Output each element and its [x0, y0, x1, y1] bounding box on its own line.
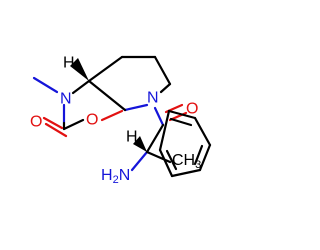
nh2-subscript: 2: [113, 174, 119, 186]
bond-ca-nh2: [130, 150, 149, 172]
chemical-structure: H N O O N O H H2N CH3: [30, 55, 212, 187]
bond-c3-n: [71, 79, 91, 95]
atom-h-ring: H: [63, 55, 75, 72]
bond-c-o-double-1: [42, 116, 64, 130]
bond-n-amide-c: [153, 106, 165, 127]
bond-bz-6: [158, 109, 171, 152]
bond-n-methyl: [32, 76, 59, 94]
bond-ring-c6-n: [159, 82, 172, 94]
atom-o-amide: O: [186, 101, 198, 118]
bond-ring-c3-c2: [87, 55, 124, 83]
bond-bz-inner-2: [193, 144, 204, 166]
atom-o-carbonyl: O: [30, 114, 42, 131]
bond-bz-3: [198, 143, 212, 172]
bond-ring-c5-c3: [87, 79, 127, 112]
bond-bz-4: [170, 168, 202, 178]
bond-bz-inner-3: [165, 149, 178, 171]
atom-n-carbamate: N: [60, 91, 72, 108]
bond-c-oester: [62, 118, 85, 131]
bond-ca-ch3: [145, 150, 172, 164]
nh2-n: N: [119, 167, 131, 184]
stereo-wedge-chain: [133, 136, 147, 152]
bond-ring-n-c5: [123, 103, 149, 112]
bond-bz-1: [167, 109, 197, 120]
bond-bz-5: [158, 148, 174, 178]
bond-oester-ch2: [100, 109, 124, 122]
atom-ch3: CH3: [172, 152, 201, 172]
piperidine-ring: [87, 55, 172, 112]
stereo-wedge-ring: [70, 58, 89, 81]
ch3-ch: CH: [172, 152, 195, 169]
bond-bz-2: [193, 116, 212, 147]
amide-group: [145, 103, 188, 154]
atom-n-ring: N: [147, 90, 159, 107]
atom-labels: H N O O N O H H2N CH3: [30, 55, 201, 187]
atom-h-chain: H: [126, 129, 138, 146]
bond-ring-c1-c6: [153, 55, 172, 86]
bond-bz-inner-1: [169, 117, 193, 127]
bond-amide-ca: [145, 123, 165, 154]
nh2-h: H: [101, 167, 113, 184]
atom-nh2: H2N: [101, 167, 130, 187]
carbamate-group: [32, 76, 124, 138]
atom-o-ester: O: [86, 112, 98, 129]
alpha-carbon-group: [130, 136, 172, 172]
ch3-subscript: 3: [195, 159, 201, 171]
benzene-ring: [158, 109, 212, 178]
bond-c-o-double-2: [44, 122, 68, 138]
